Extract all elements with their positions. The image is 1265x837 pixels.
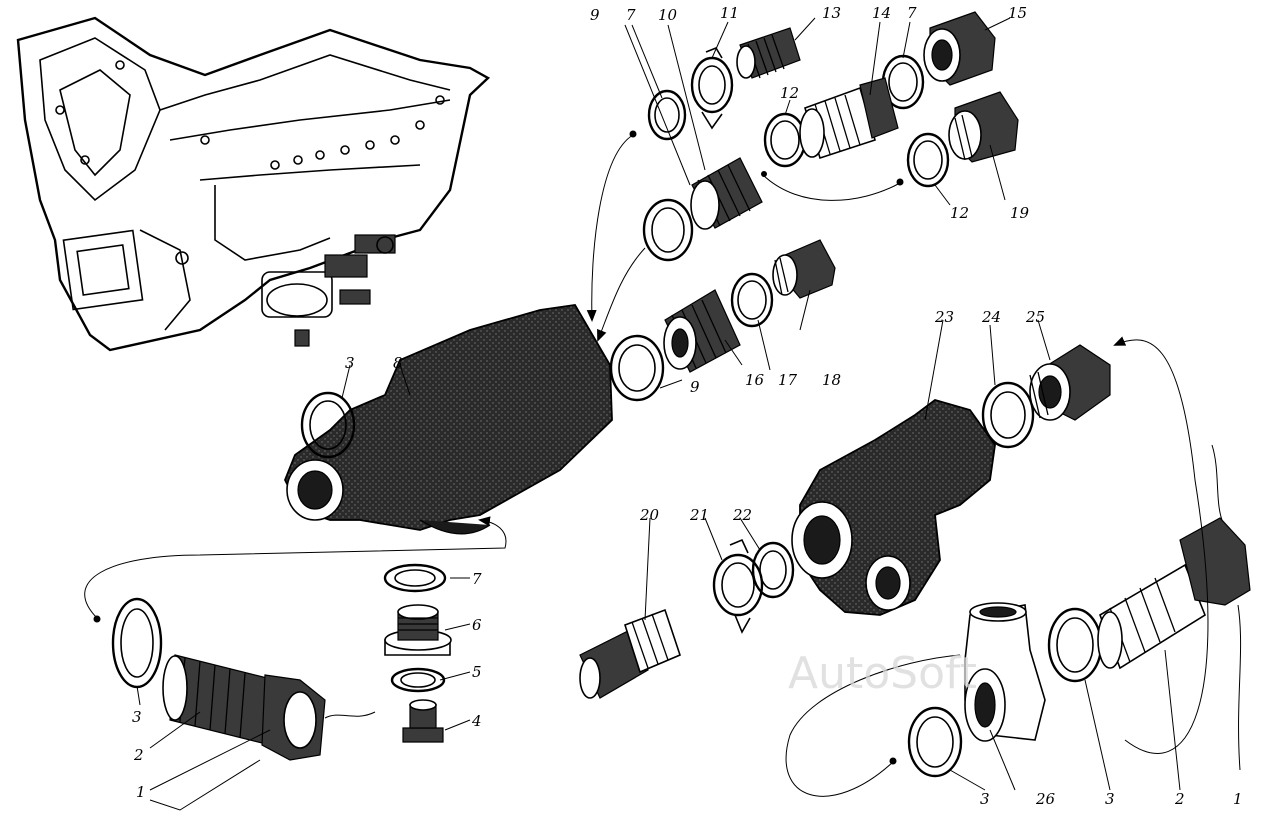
label-3-top: 3 — [345, 354, 355, 372]
assembly-paths — [84, 130, 1242, 797]
banjo-bolt-2-right — [1097, 517, 1251, 670]
ring-12-right — [906, 132, 950, 188]
label-18: 18 — [822, 371, 841, 389]
label-17: 17 — [778, 371, 798, 389]
ring-5 — [390, 667, 446, 693]
ring-3-top — [300, 391, 356, 459]
label-7-top: 7 — [626, 6, 636, 24]
label-25: 25 — [1025, 308, 1045, 326]
label-1-right: 1 — [1233, 790, 1243, 808]
ring-9-top — [642, 198, 694, 262]
label-8: 8 — [393, 354, 403, 372]
ring-gaskets — [111, 54, 1103, 778]
label-23: 23 — [934, 308, 954, 326]
ring-7-top — [647, 89, 687, 141]
label-16: 16 — [745, 371, 765, 389]
watermark: AutoSoft — [788, 648, 977, 699]
label-1-left: 1 — [136, 783, 146, 801]
label-2-right: 2 — [1174, 790, 1185, 808]
ring-7-lower — [383, 563, 447, 593]
label-7-lower: 7 — [472, 570, 482, 588]
label-9-top: 9 — [590, 6, 600, 24]
housing-bolt-holes — [55, 60, 445, 170]
label-21: 21 — [689, 506, 709, 524]
fitting-25 — [1029, 344, 1111, 421]
label-3-left: 3 — [132, 708, 142, 726]
leader-lines — [136, 17, 1181, 811]
label-12-right: 12 — [950, 204, 969, 222]
fitting-20 — [579, 608, 681, 699]
ring-9-mid — [609, 334, 665, 402]
label-19: 19 — [1010, 204, 1030, 222]
washer-21 — [712, 553, 764, 617]
label-15: 15 — [1008, 4, 1027, 22]
label-24: 24 — [981, 308, 1001, 326]
housing-valve-block — [261, 234, 396, 347]
label-2-left: 2 — [133, 746, 144, 764]
label-7-right: 7 — [907, 4, 917, 22]
part-23-tee-body — [791, 399, 996, 616]
label-13: 13 — [822, 4, 841, 22]
fitting-10 — [690, 157, 763, 230]
label-3-bottom: 3 — [980, 790, 990, 808]
ring-17 — [730, 272, 774, 328]
label-5: 5 — [472, 663, 482, 681]
banjo-bolt-2-left — [162, 654, 326, 761]
fitting-6 — [384, 604, 452, 656]
gearbox-housing — [16, 16, 491, 352]
label-11: 11 — [720, 4, 739, 22]
label-14: 14 — [872, 4, 891, 22]
plug-19 — [948, 91, 1019, 163]
fitting-13 — [736, 27, 801, 79]
part-labels: 9 7 10 11 13 14 7 15 12 12 19 18 17 16 9… — [132, 4, 1243, 808]
label-12-top: 12 — [780, 84, 799, 102]
ring-24 — [981, 381, 1035, 449]
part-8-cast-body — [284, 304, 613, 535]
label-22: 22 — [732, 506, 752, 524]
label-9-mid: 9 — [690, 378, 700, 396]
plug-4 — [402, 699, 444, 743]
label-26: 26 — [1035, 790, 1056, 808]
label-6: 6 — [472, 616, 482, 634]
plug-18 — [772, 239, 836, 299]
label-20: 20 — [639, 506, 660, 524]
label-3-right: 3 — [1105, 790, 1115, 808]
label-10: 10 — [658, 6, 678, 24]
fitting-16 — [663, 289, 741, 373]
ring-22 — [751, 541, 795, 599]
nut-15 — [923, 11, 996, 86]
ring-3-bottom — [907, 706, 963, 778]
label-4: 4 — [471, 712, 482, 730]
threaded-fittings — [162, 11, 1251, 761]
elbow-26 — [964, 602, 1046, 742]
fitting-14 — [799, 77, 899, 160]
